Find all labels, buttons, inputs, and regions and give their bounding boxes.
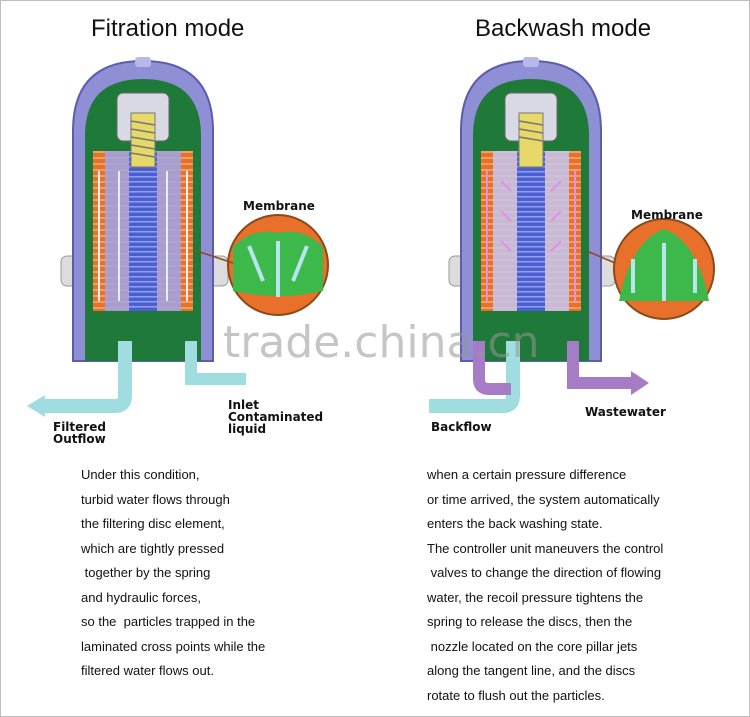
watermark: trade.china.cn xyxy=(223,317,540,368)
filtered-outflow-label-line: Outflow xyxy=(53,432,106,446)
inlet-label: Inlet Contaminated liquid xyxy=(228,399,323,435)
filtered-outflow-label-line: Filtered xyxy=(53,420,106,434)
outflow-arrow xyxy=(27,395,45,417)
backwash-unit xyxy=(429,57,715,413)
inlet-label-line: Inlet xyxy=(228,398,259,412)
filtered-outflow-label: Filtered Outflow xyxy=(53,421,106,445)
backflow-label: Backflow xyxy=(431,420,492,434)
description-line: spring to release the discs, then the xyxy=(427,614,633,629)
wastewater-label: Wastewater xyxy=(585,405,666,419)
inlet-pipe xyxy=(185,341,246,385)
filtration-unit xyxy=(27,57,329,417)
description-line: Under this condition, xyxy=(81,467,200,482)
membrane-label-filtration: Membrane xyxy=(243,199,315,213)
description-line: nozzle located on the core pillar jets xyxy=(427,638,638,654)
wastewater-pipe xyxy=(567,341,633,389)
inlet-label-line: Contaminated xyxy=(228,410,324,424)
description-line: so the particles trapped in the xyxy=(81,614,256,629)
description-line: along the tangent line, and the discs xyxy=(427,663,636,678)
backwash-description: when a certain pressure difference or ti… xyxy=(427,463,663,708)
description-line: and hydraulic forces, xyxy=(81,589,201,605)
filtered-outflow-pipe xyxy=(41,341,132,413)
description-line: turbid water flows through xyxy=(81,491,230,507)
description-line: rotate to flush out the particles. xyxy=(427,687,605,703)
backflow-pipe xyxy=(429,341,520,413)
wastewater-arrow xyxy=(631,371,649,395)
membrane-label-backwash: Membrane xyxy=(631,208,703,222)
description-line: The controller unit maneuvers the contro… xyxy=(427,540,664,556)
description-line: which are tightly pressed xyxy=(81,540,225,556)
housing-cap xyxy=(523,57,539,67)
description-line: laminated cross points while the xyxy=(81,638,266,654)
description-line: valves to change the direction of flowin… xyxy=(427,565,662,580)
filtration-mode-title: Fitration mode xyxy=(91,15,245,42)
filtration-description: Under this condition, turbid water flows… xyxy=(81,463,265,684)
description-line: together by the spring xyxy=(81,565,211,580)
description-line: enters the back washing state. xyxy=(427,516,603,531)
description-line: water, the recoil pressure tightens the xyxy=(427,589,644,605)
description-line: when a certain pressure difference xyxy=(427,467,627,482)
waste-pipe-left xyxy=(473,341,511,395)
filter-diagrams xyxy=(27,57,715,417)
description-line: filtered water flows out. xyxy=(81,663,214,678)
core-pillar xyxy=(129,151,157,311)
description-line: the filtering disc element, xyxy=(81,516,225,531)
flow-arrows xyxy=(98,171,188,301)
inlet-label-line: liquid xyxy=(228,422,267,436)
backwash-mode-title: Backwash mode xyxy=(475,15,652,42)
housing-cap xyxy=(135,57,151,67)
description-line: or time arrived, the system automaticall… xyxy=(427,491,660,507)
core-pillar xyxy=(517,151,545,311)
backflow-arrows xyxy=(486,171,576,301)
